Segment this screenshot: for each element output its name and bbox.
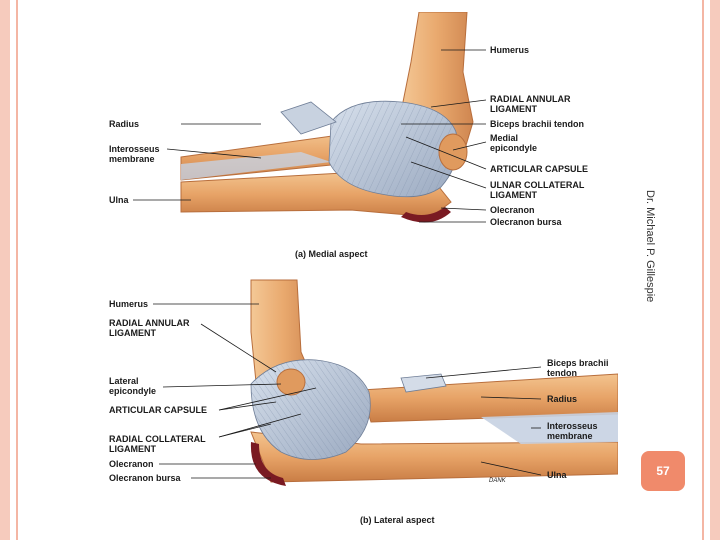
label-medial-humerus: Humerus [490,45,530,55]
label-lateral-olecranon: Olecranon [109,459,154,469]
slide-frame-left-line [16,0,18,540]
slide-frame-left [0,0,10,540]
illustrator-credit: DANK [489,478,506,484]
label-lateral-ulna: Ulna [547,470,567,480]
slide-frame-right-line [702,0,704,540]
caption-medial-aspect: (a) Medial aspect [295,249,368,259]
label-lateral-biceps-tendon: Biceps brachii tendon [547,358,609,378]
author-name: Dr. Michael P. Gillespie [644,190,656,303]
elbow-anatomy-figure: Humerus RADIAL ANNULAR LIGAMENT Biceps b… [101,12,618,528]
label-medial-ulna: Ulna [109,195,129,205]
label-medial-radius: Radius [109,119,140,129]
label-medial-olecranon-bursa: Olecranon bursa [490,217,562,227]
elbow-illustration [133,12,618,486]
label-medial-interosseus-membrane: Interosseus membrane [109,144,160,164]
lateral-aspect-illustration [153,279,618,486]
label-lateral-radius: Radius [547,394,578,404]
label-lateral-humerus: Humerus [109,299,149,309]
label-lateral-olecranon-bursa: Olecranon bursa [109,473,181,483]
label-medial-radial-annular-ligament: RADIAL ANNULAR LIGAMENT [490,94,571,114]
caption-lateral-aspect: (b) Lateral aspect [360,515,435,525]
label-lateral-articular-capsule: ARTICULAR CAPSULE [109,405,207,415]
label-medial-articular-capsule: ARTICULAR CAPSULE [490,164,588,174]
label-radial-collateral-ligament: RADIAL COLLATERAL LIGAMENT [109,434,206,454]
slide-frame-right [710,0,720,540]
label-lateral-radial-annular-ligament: RADIAL ANNULAR LIGAMENT [109,318,190,338]
label-lateral-epicondyle: Lateral epicondyle [109,376,157,396]
label-medial-biceps-tendon: Biceps brachii tendon [490,119,585,129]
label-medial-epicondyle: Medial epicondyle [490,133,538,153]
label-lateral-interosseus-membrane: Interosseus membrane [547,421,598,441]
label-ulnar-collateral-ligament: ULNAR COLLATERAL LIGAMENT [490,180,585,200]
label-medial-olecranon: Olecranon [490,205,535,215]
medial-aspect-illustration [133,12,618,244]
page-number-badge: 57 [641,451,685,491]
